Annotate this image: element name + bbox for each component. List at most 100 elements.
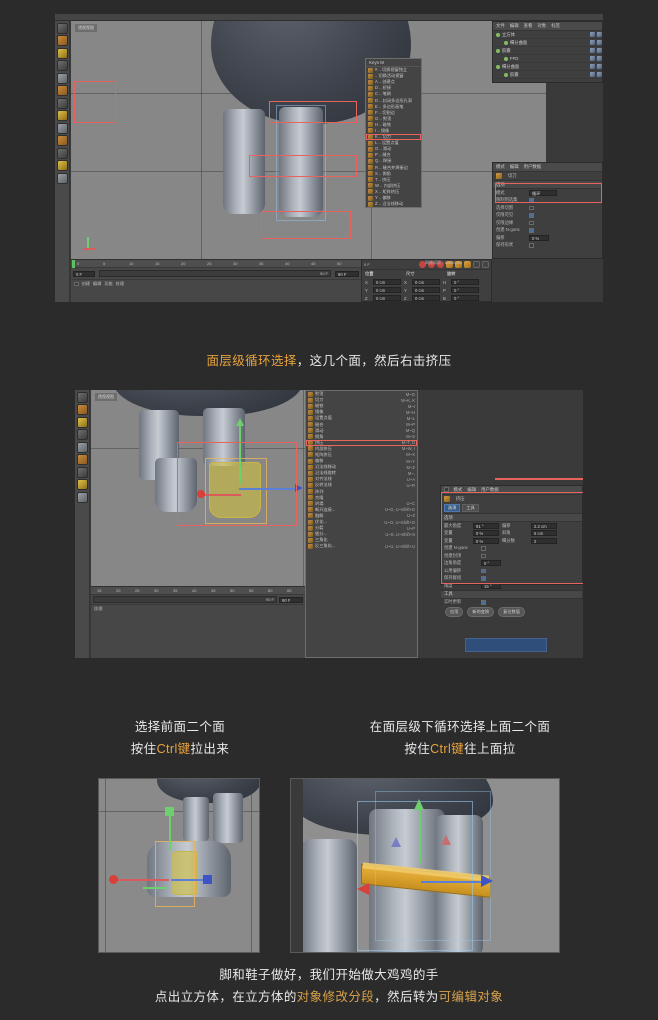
gizmo-arrow-z-4[interactable] [357,883,369,895]
timeline-start-field[interactable]: 0 F [73,270,95,277]
object-tag-icon[interactable] [590,40,595,45]
menu-item[interactable]: 反三角化...U~U, U~Shift+U [306,543,417,549]
attr-mode-row[interactable]: 模式 循环 [493,189,602,197]
tool-icon-light-2[interactable] [76,479,88,490]
gizmo-axis-x[interactable] [239,488,297,490]
tool-icon-deformer[interactable] [56,135,68,146]
attr-lock-check-2[interactable] [444,487,449,492]
object-tags[interactable] [590,32,602,37]
viewport-3[interactable] [99,779,259,952]
menu-item[interactable]: X .. 矩阵挤压 [366,189,421,195]
menu-item[interactable]: 优化...U~O, U~Shift+O [306,519,417,525]
attr-value-field[interactable]: 5 cm [531,530,557,537]
rotation-key-button[interactable] [464,261,471,268]
menu-item[interactable]: A .. 创建点 [366,79,421,85]
coord-value-field[interactable]: 0 ° [451,295,479,301]
tl-menu-texture[interactable]: 纹理 [115,281,125,286]
tool-icon-spline-2[interactable] [76,454,88,465]
menu-item[interactable]: S .. 倒角 [366,171,421,177]
record-button[interactable] [419,261,426,268]
menu-item[interactable]: K .. 切刀 [366,134,421,141]
attr-checkbox[interactable] [529,228,534,233]
attr-value-field[interactable]: 2.2 cm [531,522,557,529]
menu-item[interactable]: 细分...U~S, U~Shift+S [306,531,417,537]
viewport-1[interactable]: 透视视图 [71,21,546,259]
tool-icon-scale[interactable] [56,47,68,59]
object-tags[interactable] [590,48,602,53]
attr-value-field[interactable]: 0 % [529,234,549,241]
object-tags[interactable] [590,40,602,45]
tool-icon-selection-2[interactable] [76,391,88,403]
tool-icon-cube[interactable] [56,72,68,84]
keyframe-button[interactable] [437,261,444,268]
object-visibility-dot[interactable] [504,56,508,61]
menu-item[interactable]: H .. 磁铁 [366,122,421,128]
tl-menu-function[interactable]: 功能 [104,281,113,286]
gizmo-axis-z[interactable] [201,494,241,496]
object-tag-icon[interactable] [597,32,602,37]
object-tag-icon[interactable] [597,72,602,77]
gizmo-axis-x-3[interactable] [171,879,207,881]
menu-item[interactable]: 三角化 [306,537,417,543]
coord-value-field[interactable]: 0 cm [373,295,401,301]
viewport-2[interactable]: 透视视图 [91,390,305,586]
tool-icon-nurbs[interactable] [56,97,68,109]
attr-checkbox[interactable] [529,243,534,248]
attr-checkbox[interactable] [529,213,534,218]
menu-item[interactable]: R .. 缝合并焊接边 [366,165,421,171]
attr-value-field[interactable]: 2 [531,537,557,544]
object-tag-icon[interactable] [597,56,602,61]
menu-item[interactable]: D .. 桥接 [366,85,421,91]
viewport-4[interactable] [303,779,559,952]
tool-icon-spline[interactable] [56,85,68,96]
tool-icon-scale-2[interactable] [76,416,88,428]
tl-menu-edit[interactable]: 编辑 [92,281,102,286]
object-tag-icon[interactable] [597,40,602,45]
tool-icon-light[interactable] [56,110,68,121]
menu-item[interactable]: E .. 多边形画笔 [366,104,421,110]
gizmo-axis-y[interactable] [239,422,241,484]
object-tags[interactable] [590,72,602,77]
gizmo-axis-y-4[interactable] [419,805,421,863]
menu-item[interactable]: L .. 设置点值 [366,140,421,146]
object-tag-icon[interactable] [590,56,595,61]
attr-subtab-tool[interactable]: 工具 [462,504,479,512]
attr-value-field[interactable]: 0 % [473,530,499,537]
coord-value-field[interactable]: 0 ° [451,287,479,293]
object-manager-menubar[interactable]: 文件 编辑 查看 对象 标签 [493,22,602,31]
object-manager-row[interactable]: FFD [493,55,602,63]
gizmo-handle-z-3[interactable] [109,875,118,884]
menu-item[interactable]: C .. 笔刷 [366,91,421,97]
attr-tab-mode[interactable]: 模式 [496,164,505,169]
tool-icon-move[interactable] [56,35,68,46]
gizmo-handle-z[interactable] [197,490,205,498]
attr-row[interactable]: 创建封顶 [441,552,582,560]
gizmo-axis-z-3[interactable] [115,879,169,881]
attr-row[interactable]: 仅限可见 [493,212,602,220]
menu-item[interactable]: Q .. 焊接 [366,158,421,164]
attr-checkbox[interactable] [529,220,534,225]
attr-row[interactable]: 公用偏移 [441,567,582,575]
menu-item[interactable]: 阵列 [306,489,417,495]
attr-mode-select[interactable]: 循环 [529,189,557,196]
om-menu-edit[interactable]: 编辑 [509,23,519,28]
object-visibility-dot[interactable] [496,64,500,69]
gizmo-arrow-y-3[interactable] [165,807,174,816]
apply-button[interactable]: 应用 [445,607,464,617]
attr-tab-edit[interactable]: 编辑 [509,164,519,169]
